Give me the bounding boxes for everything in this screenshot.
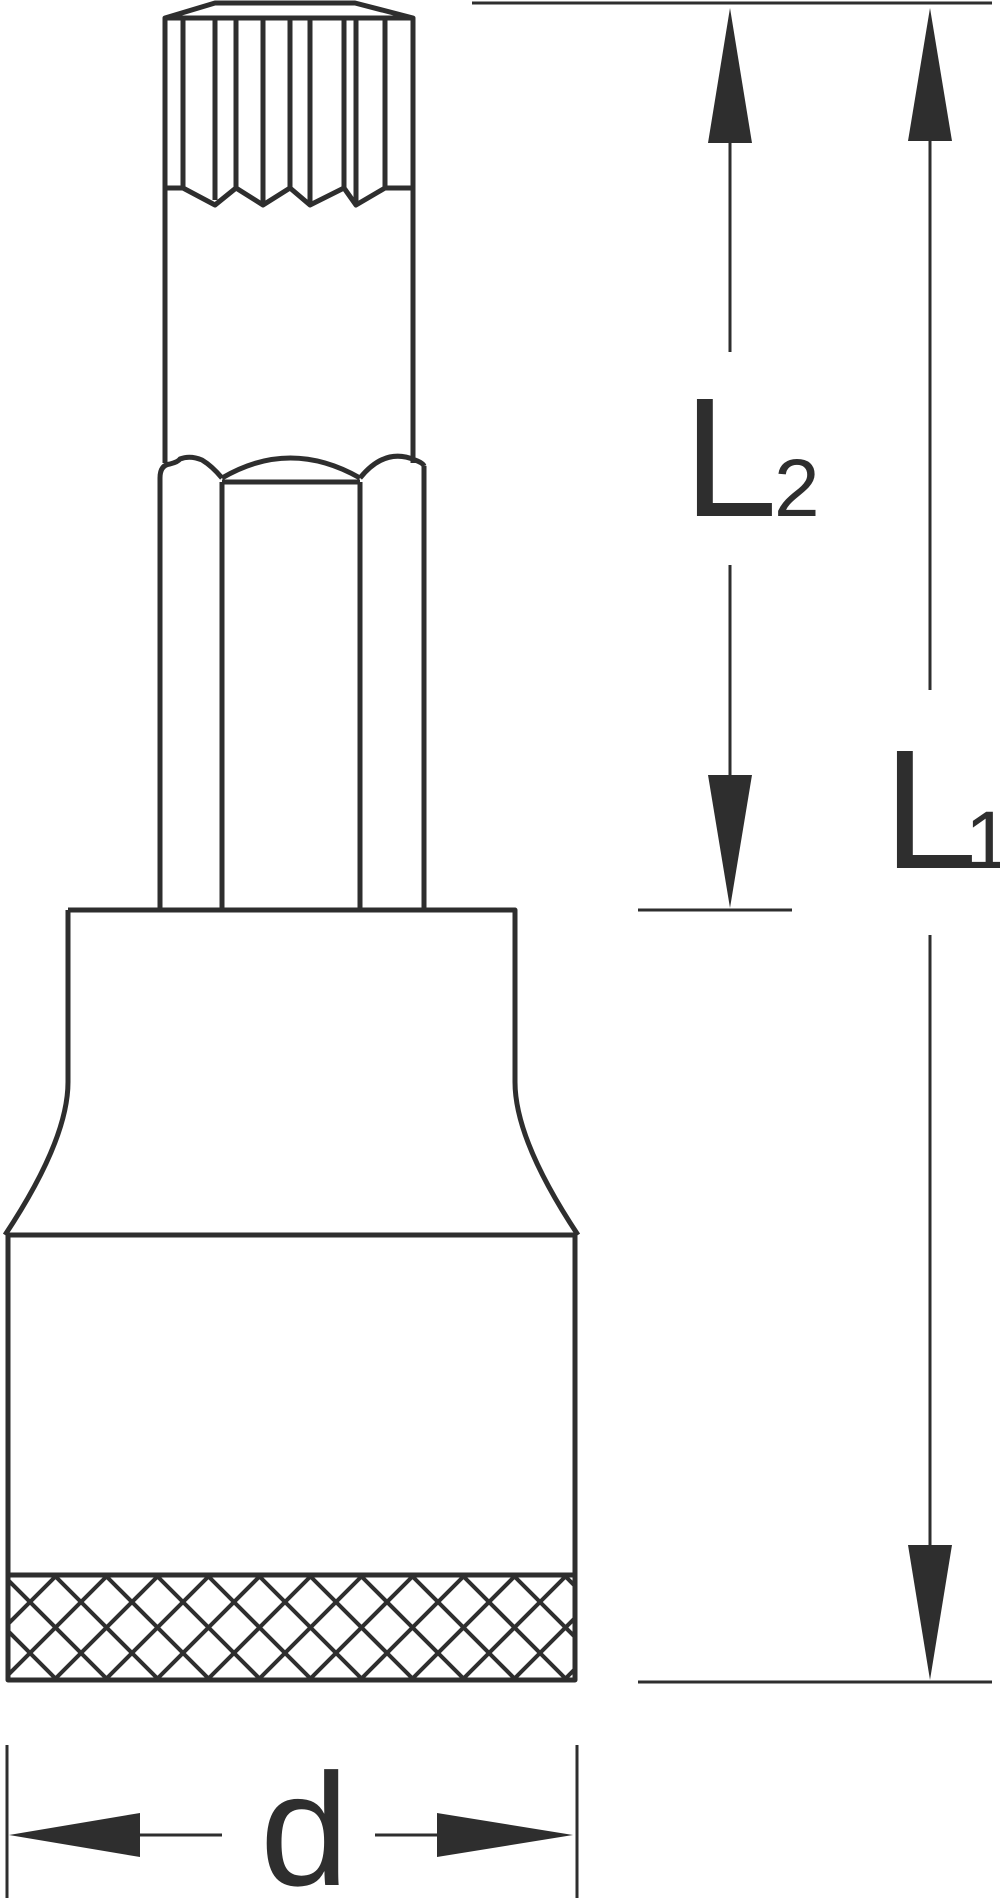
svg-text:L: L	[683, 363, 778, 553]
knurl-line	[154, 1575, 263, 1680]
knurl-line	[8, 1628, 59, 1680]
knurl-line	[0, 1575, 6, 1680]
knurl-line	[717, 1575, 822, 1680]
knurl-line	[511, 1575, 575, 1640]
l1-bottom-arrow	[908, 1545, 952, 1680]
knurl-line	[0, 1575, 6, 1680]
svg-text:1: 1	[965, 795, 1000, 886]
label-l2: L 2	[683, 363, 820, 553]
svg-text:L: L	[883, 715, 978, 905]
knurl-line	[52, 1575, 161, 1680]
knurled-grip	[0, 1575, 822, 1680]
knurl-line	[562, 1575, 575, 1589]
knurl-line	[409, 1575, 518, 1680]
knurl-line	[103, 1575, 212, 1680]
d-left-arrow	[9, 1813, 140, 1857]
knurl-line	[666, 1575, 771, 1680]
label-d: d	[260, 1740, 349, 1898]
knurl-line	[256, 1575, 365, 1680]
label-l1: L 1	[883, 715, 1000, 905]
knurl-line	[562, 1666, 575, 1680]
dimension-lines	[5, 1, 992, 1898]
knurl-line	[358, 1575, 467, 1680]
knurl-line	[205, 1575, 314, 1680]
knurl-line	[307, 1575, 416, 1680]
knurl-line	[615, 1575, 720, 1680]
l1-top-arrow	[908, 8, 952, 141]
d-right-arrow	[437, 1813, 573, 1857]
knurl-line	[666, 1575, 771, 1680]
bit-tip	[162, 0, 416, 208]
socket-body	[2, 907, 581, 1683]
knurl-line	[717, 1575, 822, 1680]
knurl-line	[8, 1577, 110, 1680]
knurl-line	[8, 1575, 59, 1627]
knurl-line	[460, 1575, 569, 1680]
bit-shank	[157, 188, 427, 910]
l2-top-arrow	[708, 8, 752, 143]
svg-text:2: 2	[774, 443, 820, 534]
knurl-line	[615, 1575, 720, 1680]
l2-bottom-arrow	[708, 775, 752, 908]
